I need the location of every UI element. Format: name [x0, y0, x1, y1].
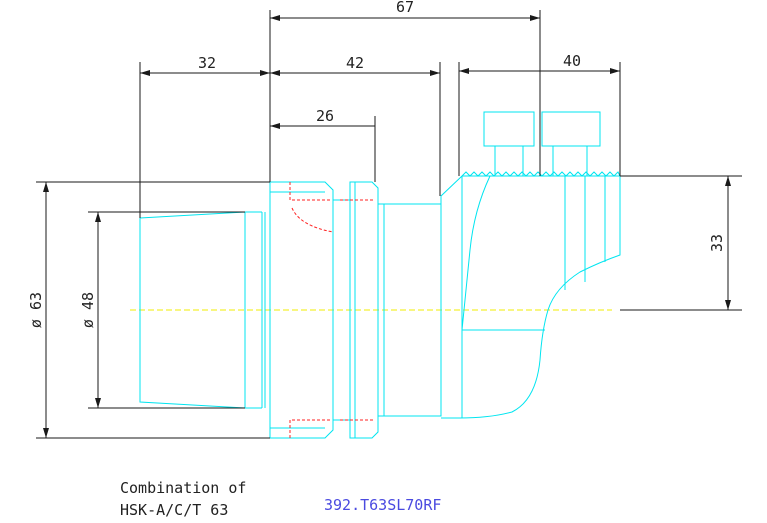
dim-dia48-label: ø 48 [79, 292, 97, 328]
dim-32-label: 32 [198, 54, 216, 72]
caption-line-1: Combination of [120, 479, 246, 497]
caption-line-2: HSK-A/C/T 63 [120, 501, 228, 519]
part-number: 392.T63SL70RF [324, 496, 441, 514]
dim-42-label: 42 [346, 54, 364, 72]
dimension-labels: 67 32 42 40 26 ø 63 ø 48 33 [27, 0, 726, 328]
holder-outline [139, 111, 621, 439]
dim-33-label: 33 [708, 234, 726, 252]
dimension-lines [36, 10, 742, 439]
dim-dia63-label: ø 63 [27, 292, 45, 328]
hidden-lines [289, 182, 375, 438]
dim-40-label: 40 [563, 52, 581, 70]
dim-67-label: 67 [396, 0, 414, 16]
dim-26-label: 26 [316, 107, 334, 125]
